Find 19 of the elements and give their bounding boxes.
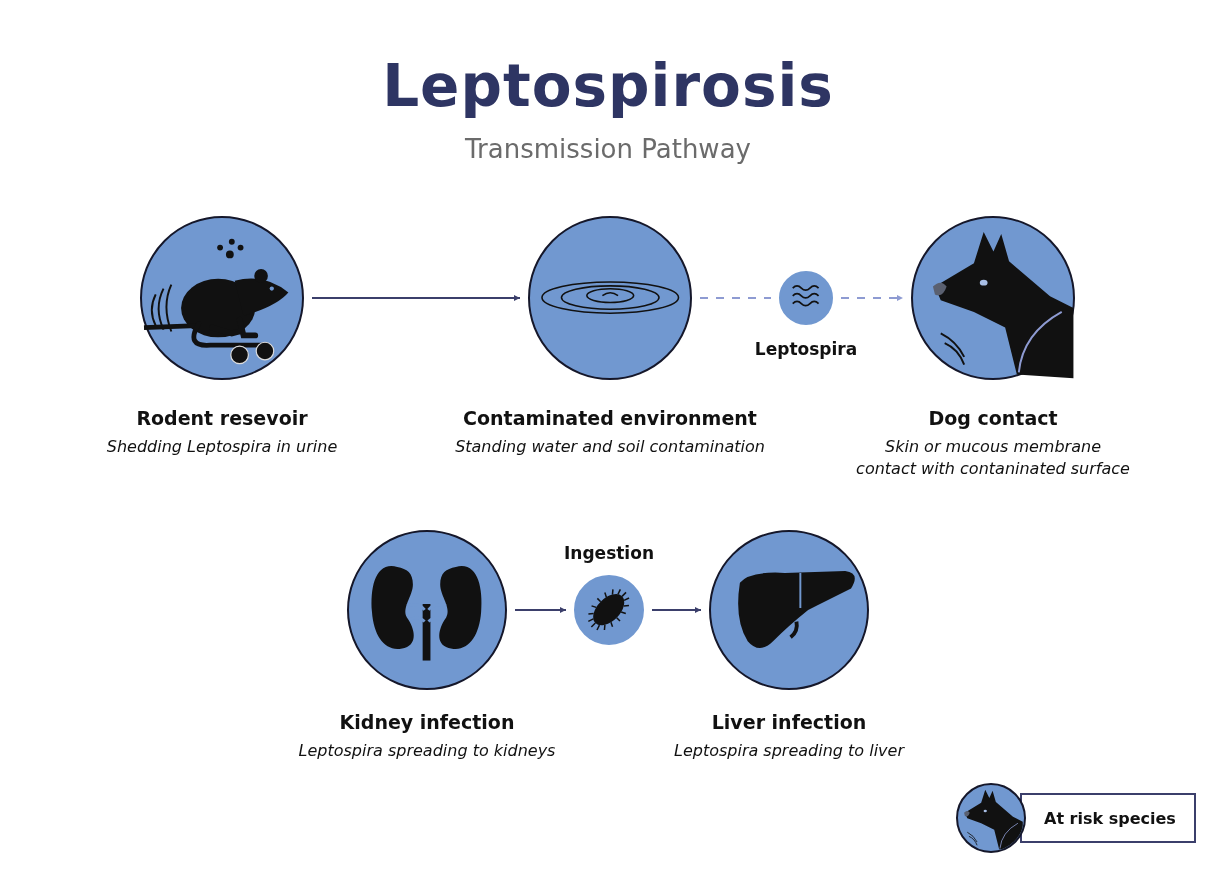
connector-line — [700, 296, 771, 300]
node-title: Rodent resevoir — [136, 406, 308, 430]
title: Leptospirosis — [382, 51, 834, 122]
arrow — [652, 607, 701, 613]
node-title: Contaminated environment — [463, 406, 757, 430]
node-description: Skin or mucous membrane contact with contaninated surface — [855, 436, 1131, 480]
node-title: Ingestion — [564, 542, 654, 565]
node-title: Liver infection — [711, 710, 867, 734]
node-title: Kidney infection — [339, 710, 515, 734]
node-description: Leptospira spreading to kidneys — [298, 740, 556, 762]
arrow — [515, 607, 566, 613]
arrow — [841, 295, 903, 301]
subtitle: Transmission Pathway — [465, 133, 751, 166]
node-title: Leptospira — [754, 338, 858, 361]
node-description: Standing water and soil contamination — [455, 436, 765, 458]
node-title: Dog contact — [928, 406, 1058, 430]
node-description: Shedding Leptospira in urine — [106, 436, 338, 458]
arrow — [312, 295, 520, 301]
node-description: Leptospira spreading to liver — [674, 740, 904, 762]
